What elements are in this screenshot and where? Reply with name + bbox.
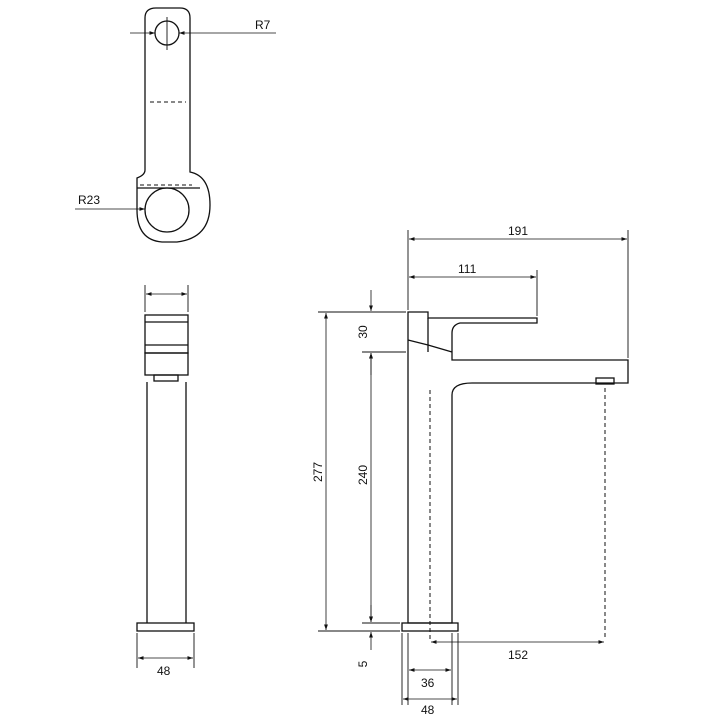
front-view: 48 [136, 285, 195, 678]
profile-aerator [595, 377, 615, 385]
profile-view: 191 111 277 30 240 5 152 36 [311, 224, 629, 717]
top-view: R7 R23 [75, 7, 276, 243]
label-30: 30 [356, 325, 370, 339]
lever-joint [407, 339, 453, 353]
label-152: 152 [508, 648, 528, 662]
label-side-48: 48 [157, 664, 171, 678]
label-191: 191 [508, 224, 528, 238]
spout-block [144, 352, 189, 376]
label-240: 240 [356, 465, 370, 485]
label-48: 48 [421, 703, 435, 717]
faucet-profile [407, 311, 629, 624]
label-5: 5 [356, 660, 370, 667]
handle-block [144, 314, 189, 354]
top-view-outline [136, 7, 211, 243]
base-plate [136, 622, 195, 632]
label-277: 277 [311, 462, 325, 482]
label-36: 36 [421, 676, 435, 690]
label-r23: R23 [78, 193, 100, 207]
label-111: 111 [458, 262, 477, 276]
label-r7: R7 [255, 18, 271, 32]
base-circle-large [144, 187, 190, 233]
aerator [153, 374, 179, 382]
